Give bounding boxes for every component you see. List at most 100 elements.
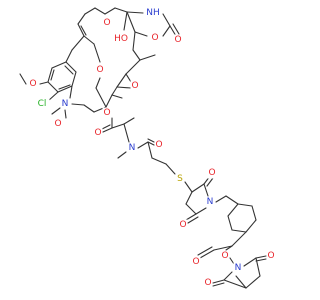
bond xyxy=(231,229,247,233)
bond xyxy=(105,94,113,108)
atom-label-o-epoxy-top: O xyxy=(103,18,110,28)
atom-label-background xyxy=(173,34,183,46)
atom-label-o-succ-top: O xyxy=(208,168,215,178)
bond xyxy=(147,138,155,143)
bond-layer xyxy=(19,7,267,289)
atom-label-background xyxy=(150,32,160,44)
bond xyxy=(185,203,197,215)
bond xyxy=(123,11,128,31)
atom-label-background xyxy=(266,250,276,262)
bond xyxy=(243,257,257,267)
atom-label-background xyxy=(34,98,50,110)
bond xyxy=(71,103,85,106)
bond xyxy=(101,124,111,130)
bond xyxy=(169,25,177,37)
bond xyxy=(123,123,130,143)
atom-label-o-succ-bottom: O xyxy=(179,220,186,230)
atom-label-background xyxy=(53,118,63,130)
bond xyxy=(223,279,247,289)
atom-label-n-amide: N xyxy=(62,99,69,109)
bond xyxy=(65,49,73,63)
bond xyxy=(191,183,205,193)
atom-label-s-thioether: S xyxy=(177,174,183,184)
bond xyxy=(116,73,127,88)
bond xyxy=(51,107,61,115)
bond xyxy=(223,271,233,281)
bond xyxy=(255,258,267,262)
bond xyxy=(185,191,193,205)
bond xyxy=(245,219,257,233)
bond xyxy=(126,11,144,14)
bond xyxy=(227,215,233,231)
bond xyxy=(134,31,148,37)
atom-label-o-carbamate-ring: O xyxy=(151,33,158,43)
atom-label-background xyxy=(95,64,105,76)
bond xyxy=(123,117,135,125)
bond xyxy=(151,157,167,165)
bond xyxy=(197,246,213,256)
bond xyxy=(94,7,106,15)
atom-label-background xyxy=(130,80,140,92)
atom-label-oh-hydroxy: HO xyxy=(114,34,128,44)
bond xyxy=(71,35,85,51)
bond xyxy=(93,43,101,63)
bond xyxy=(172,23,180,35)
atom-label-background xyxy=(60,98,70,110)
bond xyxy=(104,7,116,15)
bond xyxy=(47,67,53,83)
bond xyxy=(132,49,141,61)
atom-label-background xyxy=(233,262,243,274)
atom-label-o-carbamate-carbonyl: O xyxy=(174,35,181,45)
bond xyxy=(147,141,153,159)
bond xyxy=(77,23,85,37)
bond xyxy=(213,245,233,251)
bond xyxy=(187,216,199,224)
atom-label-background xyxy=(178,219,188,231)
bond xyxy=(65,61,77,73)
atom-label-background xyxy=(191,256,201,268)
atom-label-o-methoxy-top: O xyxy=(96,65,103,75)
atom-label-background xyxy=(102,107,112,119)
bond xyxy=(47,81,59,93)
bond xyxy=(126,11,136,33)
bond xyxy=(165,163,176,175)
atom-label-background xyxy=(203,277,213,289)
bond xyxy=(125,59,141,75)
bond xyxy=(255,257,261,277)
bond xyxy=(95,87,107,108)
bond xyxy=(235,275,247,289)
bond xyxy=(19,73,27,85)
bond xyxy=(57,85,73,93)
bond xyxy=(212,282,225,287)
bond xyxy=(237,203,253,207)
bond xyxy=(137,141,149,149)
atom-label-o-ester: O xyxy=(103,108,110,118)
bond xyxy=(64,109,67,119)
atom-label-background xyxy=(28,78,38,90)
bond xyxy=(195,207,207,215)
bond xyxy=(255,255,267,259)
atom-label-background xyxy=(205,196,215,208)
atom-label-o-nhs-ester: O xyxy=(221,251,228,261)
atom-label-o-ester-carbonyl: O xyxy=(94,128,101,138)
atom-label-o-epoxide: O xyxy=(131,81,138,91)
bond xyxy=(69,85,73,99)
bond xyxy=(184,181,193,193)
bond xyxy=(51,61,67,69)
atom-label-background xyxy=(102,17,112,29)
bond xyxy=(111,86,118,96)
bond xyxy=(84,7,96,15)
bond xyxy=(251,205,257,221)
atom-label-background xyxy=(154,139,164,151)
atom-label-background xyxy=(127,142,137,154)
bond xyxy=(162,13,171,27)
bond xyxy=(64,65,74,75)
bond xyxy=(225,195,239,205)
atom-label-o-amide-chain: O xyxy=(155,140,162,150)
bond xyxy=(102,127,113,133)
atom-label-n-methyl: N xyxy=(129,143,136,153)
bond xyxy=(71,71,77,87)
